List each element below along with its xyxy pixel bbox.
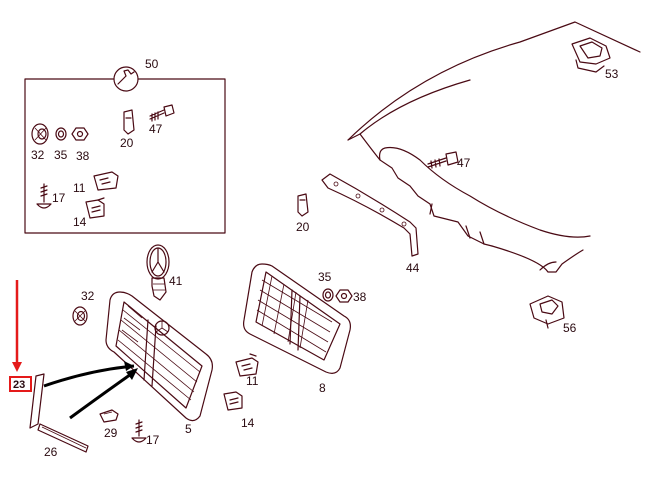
svg-text:35: 35 xyxy=(54,148,68,162)
label-35: 35 xyxy=(318,270,332,284)
highlight-box[interactable] xyxy=(9,376,32,392)
svg-text:32: 32 xyxy=(31,148,45,162)
inset-part-32 xyxy=(31,123,49,145)
inset-part-38 xyxy=(71,127,89,141)
svg-text:38: 38 xyxy=(353,290,367,304)
part-20 xyxy=(297,193,309,217)
wrench-icon-shape xyxy=(117,69,135,85)
part-53 xyxy=(571,37,611,73)
hood xyxy=(347,21,641,273)
install-arrow-upper xyxy=(43,361,135,388)
highlight-arrowhead xyxy=(12,362,22,372)
part-17 xyxy=(131,419,147,443)
inset-part-14 xyxy=(85,197,105,219)
inset-label-20: 20 xyxy=(120,136,134,150)
svg-text:5: 5 xyxy=(185,422,192,436)
part-47 xyxy=(427,151,459,169)
part-38 xyxy=(335,289,353,303)
svg-text:8: 8 xyxy=(319,381,326,395)
label-11: 11 xyxy=(246,374,259,388)
inset-box: 50 32 35 38 47 20 17 11 14 xyxy=(24,57,226,234)
inset-part-20 xyxy=(123,109,135,135)
part-29 xyxy=(99,409,119,423)
label-5: 5 xyxy=(185,422,192,436)
svg-text:17: 17 xyxy=(52,191,66,205)
label-56: 56 xyxy=(563,321,577,335)
part-44 xyxy=(321,173,419,257)
inset-part-17 xyxy=(36,183,52,209)
svg-text:56: 56 xyxy=(563,321,577,335)
svg-text:26: 26 xyxy=(44,445,58,459)
svg-text:11: 11 xyxy=(246,374,259,388)
label-17: 17 xyxy=(146,433,160,447)
part-41-star-emblem xyxy=(146,244,170,301)
inset-part-35 xyxy=(55,127,67,141)
svg-text:38: 38 xyxy=(76,149,90,163)
label-26: 26 xyxy=(44,445,58,459)
svg-text:47: 47 xyxy=(149,122,163,136)
label-23[interactable]: 23 xyxy=(13,379,25,391)
label-14: 14 xyxy=(241,416,255,430)
svg-text:35: 35 xyxy=(318,270,332,284)
svg-text:20: 20 xyxy=(120,136,134,150)
inset-label-38: 38 xyxy=(76,149,90,163)
inset-label-11: 11 xyxy=(73,181,86,195)
label-20: 20 xyxy=(296,220,310,234)
label-41: 41 xyxy=(169,274,183,288)
label-8: 8 xyxy=(319,381,326,395)
svg-text:32: 32 xyxy=(81,289,95,303)
inset-part-47 xyxy=(149,104,175,122)
part-56 xyxy=(529,295,565,329)
svg-text:29: 29 xyxy=(104,426,118,440)
part-11 xyxy=(235,353,259,377)
inset-label-17: 17 xyxy=(52,191,66,205)
part-26-lower-trim xyxy=(37,423,89,453)
part-35 xyxy=(322,288,334,302)
svg-text:50: 50 xyxy=(145,57,159,71)
label-50: 50 xyxy=(145,57,159,71)
label-38: 38 xyxy=(353,290,367,304)
inset-part-11 xyxy=(93,171,119,191)
label-32: 32 xyxy=(81,289,95,303)
label-53: 53 xyxy=(605,67,619,81)
inset-label-14: 14 xyxy=(73,215,87,229)
highlight-marker xyxy=(9,280,32,392)
svg-text:44: 44 xyxy=(406,261,420,275)
part-14 xyxy=(223,391,243,411)
label-44: 44 xyxy=(406,261,420,275)
part-23-side-trim xyxy=(29,373,45,429)
svg-text:20: 20 xyxy=(296,220,310,234)
svg-text:41: 41 xyxy=(169,274,183,288)
svg-text:17: 17 xyxy=(146,433,160,447)
inset-label-47: 47 xyxy=(149,122,163,136)
svg-text:14: 14 xyxy=(241,416,255,430)
part-8-grille-frame xyxy=(243,263,351,374)
svg-text:53: 53 xyxy=(605,67,619,81)
svg-text:23: 23 xyxy=(13,379,25,391)
svg-text:14: 14 xyxy=(73,215,87,229)
part-32 xyxy=(72,306,88,326)
inset-label-35: 35 xyxy=(54,148,68,162)
svg-text:47: 47 xyxy=(457,156,471,170)
label-29: 29 xyxy=(104,426,118,440)
svg-text:11: 11 xyxy=(73,181,86,195)
label-47: 47 xyxy=(457,156,471,170)
inset-label-32: 32 xyxy=(31,148,45,162)
install-arrow-lower xyxy=(69,368,138,420)
part-5-radiator-grille xyxy=(105,291,213,422)
